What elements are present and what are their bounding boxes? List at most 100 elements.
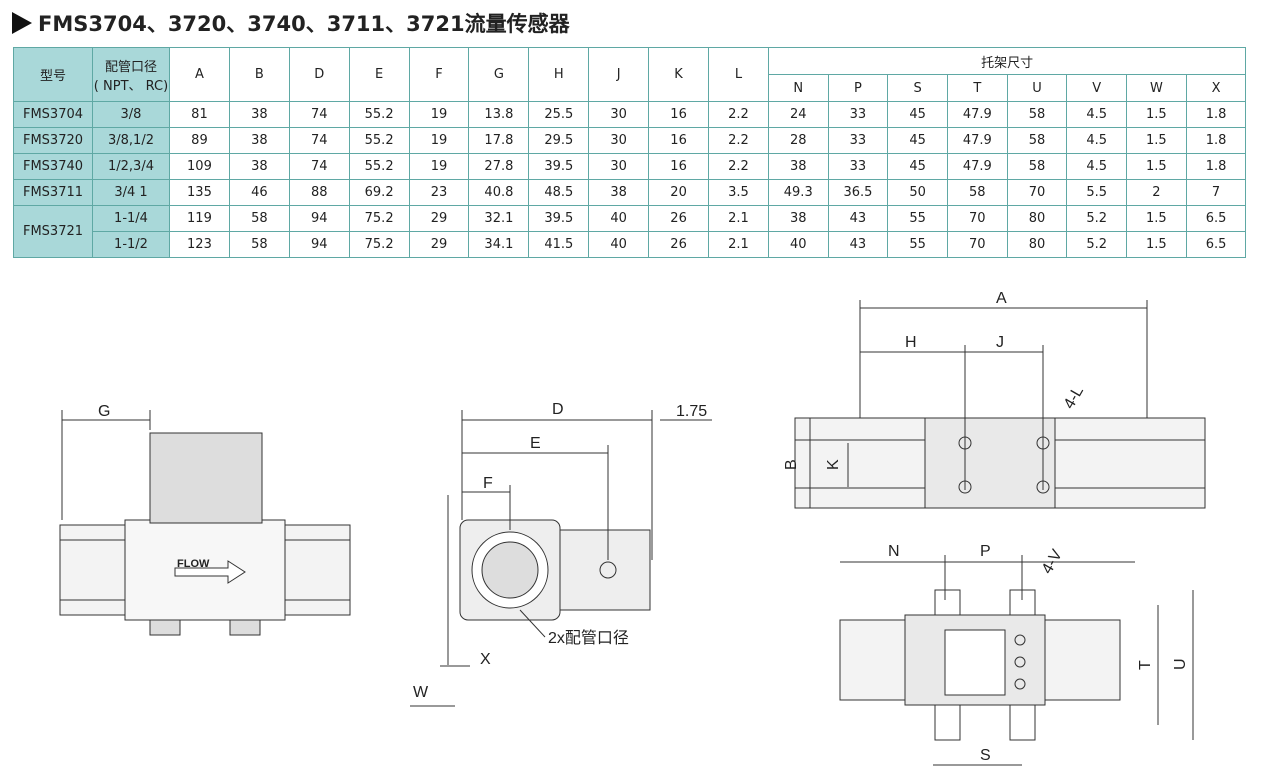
- value-cell: 33: [827, 127, 889, 154]
- header-col: D: [288, 47, 350, 102]
- value-cell: 16: [648, 101, 710, 128]
- model-cell: FMS3721: [13, 205, 93, 258]
- value-cell: 16: [648, 127, 710, 154]
- value-cell: 28: [767, 127, 829, 154]
- header-col: K: [648, 47, 710, 102]
- value-cell: 1.8: [1185, 153, 1247, 180]
- value-cell: 1.5: [1126, 127, 1187, 154]
- label-t: T: [1137, 660, 1154, 670]
- label-port: 2x配管口径: [548, 629, 629, 647]
- value-cell: 135: [169, 179, 230, 206]
- value-cell: 1.8: [1185, 101, 1247, 128]
- label-w: W: [413, 684, 429, 701]
- port-cell: 3/8: [92, 101, 170, 128]
- label-u: U: [1172, 658, 1189, 670]
- value-cell: 38: [588, 179, 650, 206]
- header-col: W: [1126, 74, 1187, 102]
- value-cell: 49.3: [767, 179, 829, 206]
- value-cell: 88: [288, 179, 350, 206]
- value-cell: 55: [887, 205, 948, 232]
- value-cell: 24: [767, 101, 829, 128]
- value-cell: 19: [408, 127, 470, 154]
- value-cell: 27.8: [468, 153, 530, 180]
- front-view: [410, 410, 712, 707]
- value-cell: 75.2: [348, 231, 410, 258]
- label-h: H: [905, 334, 917, 351]
- value-cell: 33: [827, 101, 889, 128]
- label-k: K: [825, 459, 842, 470]
- model-cell: FMS3720: [13, 127, 93, 154]
- side-view: [59, 410, 351, 636]
- model-cell: FMS3711: [13, 179, 93, 206]
- top-view: [794, 300, 1206, 509]
- header-col: L: [708, 47, 769, 102]
- value-cell: 2.1: [708, 205, 769, 232]
- value-cell: 45: [887, 101, 948, 128]
- header-col: J: [588, 47, 650, 102]
- value-cell: 94: [288, 231, 350, 258]
- value-cell: 1.8: [1185, 127, 1247, 154]
- value-cell: 25.5: [528, 101, 590, 128]
- port-cell: 1-1/2: [92, 231, 170, 258]
- value-cell: 40: [588, 231, 650, 258]
- value-cell: 43: [827, 205, 889, 232]
- value-cell: 2.2: [708, 153, 769, 180]
- value-cell: 34.1: [468, 231, 530, 258]
- label-flow: FLOW: [177, 558, 210, 570]
- value-cell: 1.5: [1126, 153, 1187, 180]
- value-cell: 50: [887, 179, 948, 206]
- value-cell: 38: [767, 205, 829, 232]
- value-cell: 29: [408, 231, 470, 258]
- page-title: FMS3704、3720、3740、3711、3721流量传感器: [12, 8, 570, 38]
- value-cell: 20: [648, 179, 710, 206]
- header-col: A: [169, 47, 230, 102]
- value-cell: 38: [228, 153, 290, 180]
- label-p: P: [980, 543, 991, 560]
- label-1-75: 1.75: [676, 403, 707, 420]
- value-cell: 30: [588, 127, 650, 154]
- title-text: FMS3704、3720、3740、3711、3721流量传感器: [38, 12, 570, 36]
- value-cell: 2.2: [708, 101, 769, 128]
- value-cell: 5.2: [1066, 231, 1128, 258]
- header-col: V: [1066, 74, 1128, 102]
- label-f: F: [483, 475, 493, 492]
- value-cell: 1.5: [1126, 231, 1187, 258]
- value-cell: 6.5: [1185, 231, 1247, 258]
- value-cell: 16: [648, 153, 710, 180]
- value-cell: 2.2: [708, 127, 769, 154]
- value-cell: 3.5: [708, 179, 769, 206]
- label-b: B: [783, 459, 800, 470]
- value-cell: 30: [588, 153, 650, 180]
- model-cell: FMS3740: [13, 153, 93, 180]
- header-col: B: [228, 47, 290, 102]
- port-cell: 1/2,3/4: [92, 153, 170, 180]
- port-cell: 3/8,1/2: [92, 127, 170, 154]
- header-col: P: [827, 74, 889, 102]
- label-j: J: [996, 334, 1004, 351]
- header-model: 型号: [13, 47, 93, 102]
- value-cell: 123: [169, 231, 230, 258]
- label-n: N: [888, 543, 900, 560]
- value-cell: 39.5: [528, 205, 590, 232]
- value-cell: 4.5: [1066, 127, 1128, 154]
- triangle-icon: [12, 12, 32, 34]
- label-4-l: 4-L: [1061, 383, 1087, 412]
- value-cell: 40: [588, 205, 650, 232]
- label-g: G: [98, 403, 110, 420]
- value-cell: 58: [946, 179, 1008, 206]
- value-cell: 70: [1006, 179, 1068, 206]
- value-cell: 19: [408, 153, 470, 180]
- value-cell: 47.9: [946, 101, 1008, 128]
- header-col: G: [468, 47, 530, 102]
- value-cell: 55: [887, 231, 948, 258]
- value-cell: 41.5: [528, 231, 590, 258]
- value-cell: 58: [1006, 101, 1068, 128]
- value-cell: 55.2: [348, 127, 410, 154]
